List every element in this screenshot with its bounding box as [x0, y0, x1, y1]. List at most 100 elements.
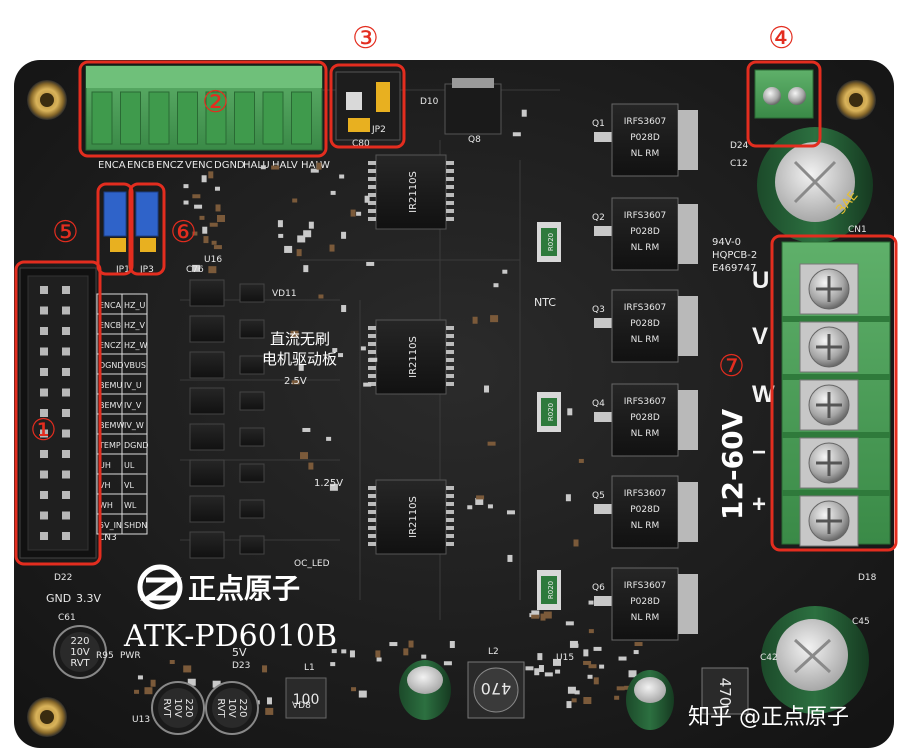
pin-map-cell: WH: [99, 501, 113, 510]
shunt-resistor: R020: [537, 392, 561, 432]
mosfet-part: IRFS3607: [624, 211, 667, 221]
smd-component: [375, 650, 381, 658]
power-pin-label: +: [752, 491, 766, 518]
cn1-label: CN1: [848, 225, 867, 235]
smd-component: [408, 640, 414, 648]
v33-label: 3.3V: [76, 592, 101, 605]
terminal-slot: [148, 91, 170, 145]
smd-component: [349, 650, 355, 658]
smd-component: [302, 427, 311, 432]
smd-component: [291, 380, 300, 385]
header-pin: [62, 450, 70, 458]
smd-component: [211, 240, 217, 245]
cap-voltage: 10V: [70, 647, 90, 658]
gate-driver-ic: IR2110S: [368, 319, 454, 395]
smd-chip: [239, 283, 265, 303]
callout-5: ⑤: [52, 215, 79, 250]
header-pin: [62, 511, 70, 520]
electrolytic-cap-c70: [626, 670, 674, 730]
smd-chip: [239, 427, 265, 447]
callout-boxes: [14, 60, 898, 566]
pin-map-cell: VH: [99, 481, 111, 490]
smd-component: [369, 357, 378, 362]
mosfet-part: IRFS3607: [624, 489, 667, 499]
smd-component: [618, 656, 627, 661]
smd-component: [277, 220, 283, 228]
pin-map-cell: BEMV: [99, 401, 122, 410]
brand-name: 正点原子: [188, 572, 300, 605]
smd-component: [329, 483, 338, 491]
smd-component: [332, 348, 338, 353]
smd-component: [493, 283, 499, 288]
smd-chip: [239, 463, 265, 483]
smd-component: [521, 109, 527, 117]
pin-map-cell: 5V_IN: [99, 521, 122, 530]
smd-component: [588, 664, 597, 669]
shunt-resistor: R020: [537, 222, 561, 262]
header-pin: [62, 532, 70, 540]
mosfet-code: NL RM: [631, 335, 660, 345]
smd-component: [215, 204, 221, 212]
r95-label: R95: [96, 651, 114, 661]
header-pin: [40, 388, 48, 397]
smd-component: [389, 642, 398, 647]
smd-component: [443, 661, 452, 666]
power-pin-label: V: [752, 323, 768, 350]
smd-component: [187, 678, 196, 686]
mosfet-code: NL RM: [631, 613, 660, 623]
mosfet-code: P028D: [630, 227, 660, 237]
callout-2: ②: [202, 85, 229, 120]
smd-component: [565, 494, 571, 502]
header-pin: [62, 470, 70, 479]
optocoupler: [189, 387, 225, 415]
mosfet-code: NL RM: [631, 521, 660, 531]
pin-map-cell: DGND: [99, 361, 124, 370]
smd-component: [358, 690, 367, 698]
smd-component: [350, 209, 356, 217]
mosfet-code: NL RM: [631, 429, 660, 439]
pwr-label: PWR: [120, 651, 141, 661]
smd-component: [150, 679, 156, 687]
smd-component: [209, 222, 218, 227]
smd-component: [587, 674, 593, 679]
header-pin: [62, 327, 70, 335]
mosfet-part: IRFS3607: [624, 581, 667, 591]
mosfet-code: NL RM: [631, 149, 660, 159]
smd-component: [531, 614, 540, 619]
pin-map-cell: WL: [124, 501, 137, 510]
mosfet-code: P028D: [630, 413, 660, 423]
hall-encoder-terminal-block: [85, 65, 323, 151]
smd-component: [169, 660, 175, 665]
mosfet-ref: Q1: [592, 119, 605, 129]
mosfet-part: IRFS3607: [624, 397, 667, 407]
pin-map-cell: UH: [99, 461, 111, 470]
smd-component: [271, 165, 280, 170]
d24-label: D24: [730, 141, 749, 151]
smd-component: [578, 458, 584, 463]
power-pin-label: U: [752, 267, 769, 294]
smd-component: [487, 504, 493, 509]
callout-6: ⑥: [170, 215, 197, 250]
terminal-slot: [120, 91, 141, 145]
smd-component: [484, 385, 490, 393]
mounting-holes: [27, 80, 876, 737]
header-pin: [40, 450, 48, 458]
smd-component: [614, 695, 620, 700]
gnd-label: GND: [46, 592, 71, 605]
smd-component: [310, 168, 319, 173]
u15-label: U15: [556, 653, 574, 663]
mosfet-code: P028D: [630, 597, 660, 607]
gate-driver-label: IR2110S: [408, 336, 419, 378]
c80-label: C80: [352, 139, 370, 149]
smd-component: [569, 640, 578, 648]
d22-label: D22: [54, 573, 72, 583]
input-voltage-label: 12-60V: [716, 408, 749, 520]
smd-component: [330, 190, 336, 195]
buck-inductor-l2: 470: [467, 661, 525, 719]
q8-label: Q8: [468, 135, 481, 145]
smd-component: [544, 672, 553, 677]
